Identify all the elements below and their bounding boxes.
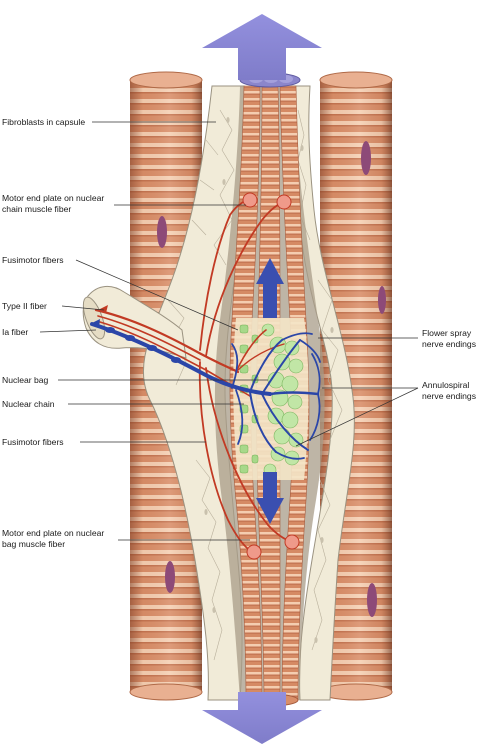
label-flower-spray: Flower spray nerve endings xyxy=(422,328,476,349)
label-ia: Ia fiber xyxy=(2,327,29,337)
label-motor-end-plate-bag: Motor end plate on nuclear bag muscle fi… xyxy=(2,528,105,549)
nucleus xyxy=(157,216,167,248)
nucleus xyxy=(361,141,371,175)
label-fusimotor-upper: Fusimotor fibers xyxy=(2,255,64,265)
type-ii-arrows xyxy=(98,305,108,313)
stretch-arrow-bottom-icon xyxy=(202,692,322,744)
internal-arrow-down xyxy=(256,472,284,524)
motor-end-plate-chain xyxy=(242,192,292,210)
nucleus xyxy=(378,286,386,314)
nucleus xyxy=(165,561,175,593)
blue-fiber-beads xyxy=(105,327,181,363)
ia-arrows xyxy=(90,319,100,328)
label-type-ii: Type II fiber xyxy=(2,301,47,311)
label-nuclear-bag: Nuclear bag xyxy=(2,375,49,385)
stretch-arrow-top-icon xyxy=(202,14,322,80)
internal-arrow-up xyxy=(256,258,284,318)
label-annulospiral: Annulospiral nerve endings xyxy=(422,380,476,401)
label-nuclear-chain: Nuclear chain xyxy=(2,399,55,409)
capsule xyxy=(142,85,355,701)
motor-end-plate-bag xyxy=(246,534,300,560)
blue-fibers xyxy=(90,322,321,460)
leader-lines xyxy=(39,121,419,541)
label-fusimotor-lower: Fusimotor fibers xyxy=(2,437,64,447)
nucleus xyxy=(367,583,377,617)
label-motor-end-plate-chain: Motor end plate on nuclear chain muscle … xyxy=(2,193,105,214)
label-fibroblasts: Fibroblasts in capsule xyxy=(2,117,86,127)
